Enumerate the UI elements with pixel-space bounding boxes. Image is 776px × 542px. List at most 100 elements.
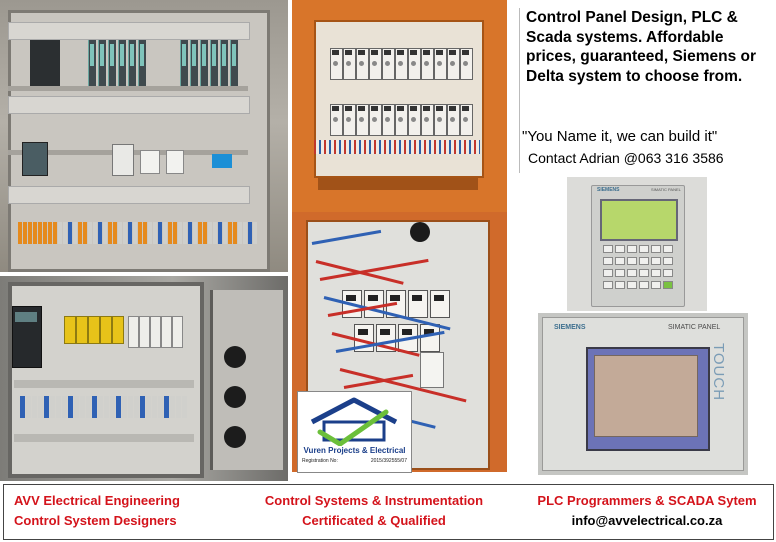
plc-module <box>128 40 136 86</box>
terminal-block <box>104 396 109 418</box>
terminal-block <box>143 222 147 244</box>
logo-registration: Registration No: 2015/392555/07 <box>302 458 407 464</box>
terminal-block <box>108 222 112 244</box>
terminal-block <box>188 222 192 244</box>
network-switch <box>112 144 134 176</box>
circuit-breaker <box>76 316 88 344</box>
plc-power-supply <box>30 40 60 86</box>
io-module <box>140 150 160 174</box>
terminal-block <box>198 222 202 244</box>
terminal-block <box>93 222 97 244</box>
terminal-block <box>23 222 27 244</box>
terminal-block <box>103 222 107 244</box>
cable-duct <box>8 22 250 40</box>
terminal-block <box>168 222 172 244</box>
terminal-block <box>134 396 139 418</box>
terminal-block <box>32 396 37 418</box>
contactor <box>408 290 428 318</box>
footer-right: PLC Programmers & SCADA Sytem info@avvel… <box>524 491 770 531</box>
contactor <box>430 290 450 318</box>
power-supply-unit <box>22 142 48 176</box>
terminal-block <box>238 222 242 244</box>
terminal-block <box>140 396 145 418</box>
terminal-block <box>178 222 182 244</box>
terminal-block <box>74 396 79 418</box>
relay <box>421 48 434 80</box>
keypad-hmi-photo: SIEMENS SIMATIC PANEL <box>567 177 707 311</box>
plc-module <box>88 40 96 86</box>
hmi-lcd-screen <box>600 199 678 241</box>
hmi-key <box>627 257 637 265</box>
terminal-block <box>80 396 85 418</box>
relay-panel-photo <box>292 0 507 212</box>
plc-panel-photo <box>0 0 288 272</box>
cable-duct <box>14 434 194 442</box>
motor-protector <box>150 316 161 348</box>
terminal-block <box>113 222 117 244</box>
terminal-block <box>98 396 103 418</box>
advert-headline: Control Panel Design, PLC & Scada system… <box>526 9 757 85</box>
terminal-block <box>48 222 52 244</box>
advert-contact: Contact Adrian @063 316 3586 <box>528 150 724 166</box>
relay <box>330 48 343 80</box>
plc-module <box>190 40 198 86</box>
plc-module <box>98 40 106 86</box>
pilot-light <box>224 386 246 408</box>
terminal-block <box>63 222 67 244</box>
plc-module <box>180 40 188 86</box>
circuit-breaker <box>112 316 124 344</box>
cable-duct <box>8 96 250 114</box>
plc-module <box>210 40 218 86</box>
relay <box>434 48 447 80</box>
terminal-block <box>122 396 127 418</box>
relay <box>434 104 447 136</box>
hmi-model: SIMATIC PANEL <box>651 187 681 192</box>
terminal-block <box>128 396 133 418</box>
terminal-block <box>44 396 49 418</box>
terminal-block <box>183 222 187 244</box>
terminal-block <box>123 222 127 244</box>
terminal-block <box>133 222 137 244</box>
relay <box>408 104 421 136</box>
terminal-block <box>53 222 57 244</box>
wire-bundle <box>314 140 480 154</box>
hmi-key <box>603 281 613 289</box>
hmi-key <box>663 281 673 289</box>
relay <box>395 104 408 136</box>
relay <box>382 104 395 136</box>
relay <box>447 48 460 80</box>
relay <box>408 48 421 80</box>
hmi-key <box>615 269 625 277</box>
hmi-key <box>651 245 661 253</box>
terminal-block <box>43 222 47 244</box>
terminal-block <box>148 222 152 244</box>
hmi-key <box>663 269 673 277</box>
hmi-key <box>627 269 637 277</box>
relay <box>447 104 460 136</box>
plc-module <box>108 40 116 86</box>
footer-company-tagline: Control System Designers <box>14 513 177 528</box>
logo-registration-number: 2015/392555/07 <box>370 458 407 464</box>
relay <box>343 48 356 80</box>
plc-module <box>138 40 146 86</box>
hmi-key <box>627 245 637 253</box>
terminal-block <box>213 222 217 244</box>
terminal-block <box>20 396 25 418</box>
terminal-block <box>78 222 82 244</box>
pilot-light <box>224 426 246 448</box>
plc-module <box>230 40 238 86</box>
vuren-logo-card: Vuren Projects & Electrical Registration… <box>297 391 412 473</box>
relay <box>460 104 473 136</box>
terminal-block <box>83 222 87 244</box>
plc-module <box>118 40 126 86</box>
hmi-key <box>651 269 661 277</box>
terminal-block <box>73 222 77 244</box>
hmi-key <box>639 269 649 277</box>
advert-text-block: Control Panel Design, PLC & Scada system… <box>519 8 770 173</box>
cable-gland <box>410 222 430 242</box>
terminal-block <box>163 222 167 244</box>
hmi-key <box>651 281 661 289</box>
relay <box>356 104 369 136</box>
relay <box>395 48 408 80</box>
terminal-block <box>152 396 157 418</box>
